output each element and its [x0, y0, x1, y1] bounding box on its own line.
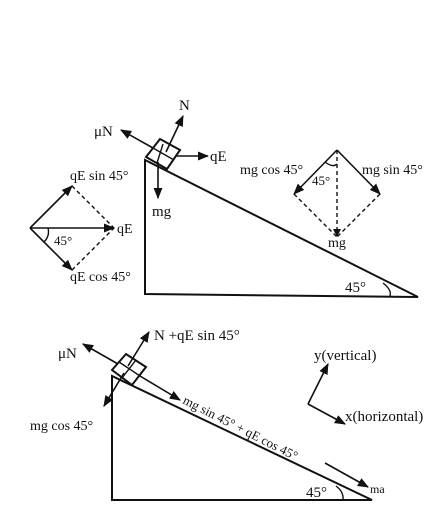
qe-sin-component-arrow	[29, 185, 73, 229]
gravity-resolution: mg cos 45° mg sin 45° 45° mg	[240, 149, 423, 251]
mg-angle-label: 45°	[312, 173, 330, 188]
qe-cos-component-arrow	[29, 227, 73, 271]
bottom-friction-force-label: μN	[58, 346, 77, 362]
bottom-normal-force-arrow	[127, 331, 150, 367]
top-electric-force-label: qE	[210, 149, 227, 165]
qe-upper-dashed-line	[71, 185, 115, 229]
bottom-normal-plus-label: N +qE sin 45°	[154, 328, 240, 344]
bottom-incline-angle-arc	[335, 485, 344, 501]
qe-cos-label: qE cos 45°	[70, 270, 131, 285]
top-incline-triangle	[144, 158, 419, 298]
mg-left-dashed-line	[293, 193, 338, 238]
coordinate-axes: y(vertical) x(horizontal)	[307, 348, 423, 425]
mg-sin-component-arrow	[336, 149, 381, 195]
bottom-mg-cos-arrow	[103, 372, 125, 407]
top-block	[144, 137, 182, 171]
bottom-along-incline-arrow	[139, 375, 181, 401]
y-axis-arrow	[307, 362, 329, 405]
top-gravity-label: mg	[152, 204, 172, 220]
top-incline-angle-arc	[382, 282, 392, 297]
bottom-acceleration-label: ma	[370, 482, 385, 496]
x-axis-label: x(horizontal)	[345, 409, 423, 425]
qe-lower-dashed-line	[71, 227, 115, 271]
x-axis-arrow	[307, 403, 346, 425]
top-diagram: 45° N μN qE mg qE sin 45° qE 45° qE cos …	[29, 98, 423, 298]
bottom-incline-triangle	[111, 374, 373, 501]
top-normal-force-label: N	[179, 98, 190, 114]
bottom-block	[110, 352, 148, 387]
mg-resultant-label: mg	[328, 236, 346, 251]
mg-cos-label: mg cos 45°	[240, 163, 303, 178]
mg-sin-label: mg sin 45°	[362, 163, 423, 178]
mg-angle-arc	[324, 161, 338, 167]
qe-resultant-label: qE	[117, 222, 133, 237]
y-axis-label: y(vertical)	[314, 348, 376, 364]
bottom-diagram: 45° N +qE sin 45° μN mg cos 45° mg sin 4…	[30, 328, 423, 501]
qe-sin-label: qE sin 45°	[70, 169, 129, 184]
mg-right-dashed-line	[336, 193, 381, 238]
bottom-incline-angle-label: 45°	[306, 485, 327, 501]
top-friction-force-arrow	[120, 129, 154, 149]
top-incline-angle-label: 45°	[345, 280, 366, 296]
top-friction-force-label: μN	[94, 124, 113, 140]
electric-resolution: qE sin 45° qE 45° qE cos 45°	[29, 169, 133, 285]
mg-resultant-arrowhead	[333, 229, 341, 237]
bottom-along-incline-label: mg sin 45° + qE cos 45°	[181, 392, 301, 463]
qe-angle-arc	[43, 227, 50, 243]
mg-cos-component-arrow	[293, 149, 338, 195]
top-normal-force-arrow	[165, 114, 184, 153]
bottom-mg-cos-label: mg cos 45°	[30, 419, 93, 434]
bottom-acceleration-arrow	[324, 462, 369, 488]
qe-angle-label: 45°	[54, 233, 72, 248]
bottom-friction-force-arrow	[82, 343, 119, 365]
